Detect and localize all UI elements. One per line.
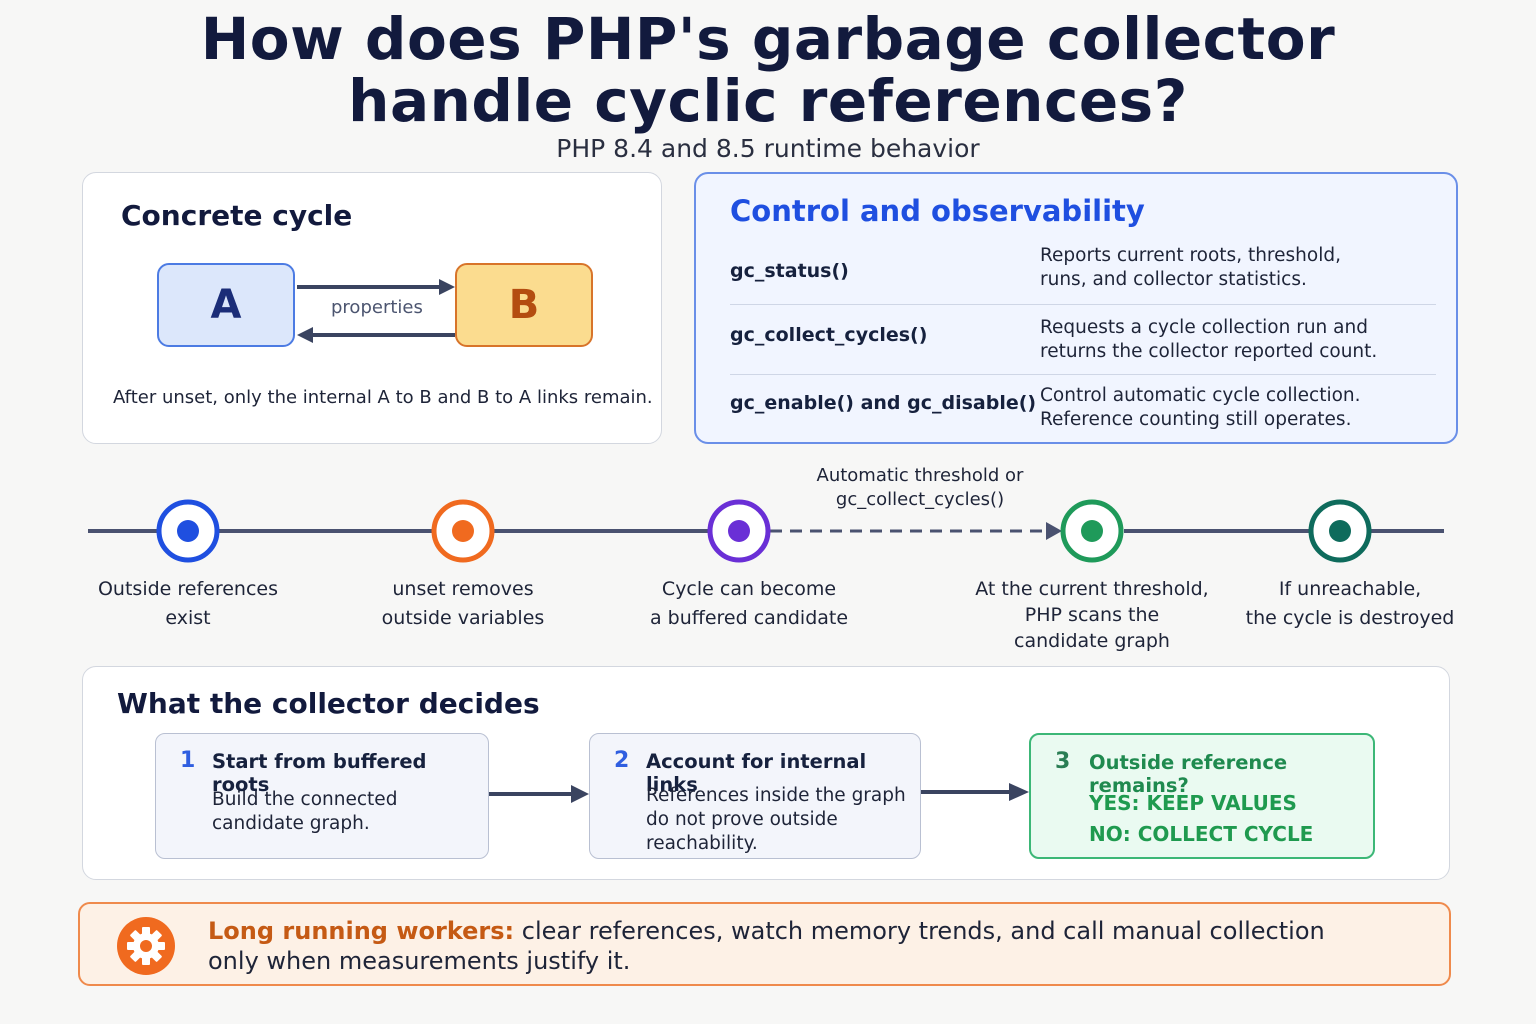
- timeline-track: [88, 499, 1444, 563]
- timeline-label-outside-refs: Outside references exist: [58, 576, 318, 631]
- label-line: PHP scans the: [1024, 604, 1160, 626]
- title-line-2: handle cyclic references?: [348, 67, 1188, 135]
- arrow-head: [1009, 783, 1029, 801]
- step-number: 1: [180, 748, 196, 773]
- step-title: Account for internal links: [646, 750, 867, 796]
- node-dot: [452, 520, 474, 542]
- step-1-to-2-arrow: [489, 785, 589, 803]
- banner-text-line-2: only when measurements justify it.: [208, 947, 631, 975]
- timeline-label-buffered: Cycle can become a buffered candidate: [619, 576, 879, 631]
- desc-line: returns the collector reported count.: [1040, 341, 1378, 362]
- concrete-cycle-heading: Concrete cycle: [121, 199, 353, 232]
- body-line: References inside the graph: [646, 785, 906, 806]
- body-line: reachability.: [646, 833, 758, 854]
- step-2-to-3-arrow: [921, 783, 1029, 801]
- node-dot: [1329, 520, 1351, 542]
- gear-icon: [117, 917, 175, 975]
- arrow-head: [571, 785, 589, 803]
- timeline-node-buffered: [707, 499, 771, 563]
- concrete-cycle-panel: Concrete cycle A B properties After unse…: [82, 172, 662, 444]
- label-line: exist: [165, 607, 211, 629]
- page-subtitle: PHP 8.4 and 8.5 runtime behavior: [556, 134, 980, 163]
- annotation-line: gc_collect_cycles(): [835, 489, 1005, 510]
- timeline-arrow-head: [1046, 522, 1062, 540]
- outcome-no: NO: COLLECT CYCLE: [1089, 822, 1314, 846]
- fn-gc-status: gc_status(): [730, 260, 849, 282]
- label-line: If unreachable,: [1278, 578, 1422, 600]
- label-line: candidate graph: [1014, 630, 1170, 652]
- step-body: References inside the graph do not prove…: [646, 784, 916, 856]
- decision-heading: What the collector decides: [117, 687, 540, 720]
- timeline-trigger-annotation: Automatic threshold or gc_collect_cycles…: [790, 464, 1050, 512]
- desc-line: runs, and collector statistics.: [1040, 269, 1307, 290]
- banner-label: Long running workers:: [208, 917, 515, 945]
- timeline-label-destroyed: If unreachable, the cycle is destroyed: [1220, 576, 1480, 631]
- body-line: candidate graph.: [212, 813, 370, 834]
- step-title: Start from buffered roots: [212, 750, 427, 796]
- annotation-line: Automatic threshold or: [816, 465, 1024, 486]
- arrow-a-to-b-head: [439, 279, 455, 295]
- row-divider: [730, 374, 1436, 375]
- timeline-label-scan: At the current threshold, PHP scans the …: [956, 576, 1228, 654]
- fn-gc-enable-disable-desc: Control automatic cycle collection. Refe…: [1040, 384, 1420, 432]
- label-line: a buffered candidate: [649, 607, 849, 629]
- cycle-caption: After unset, only the internal A to B an…: [113, 387, 653, 408]
- timeline-node-unset: [431, 499, 495, 563]
- timeline-node-scan: [1060, 499, 1124, 563]
- timeline-node-destroyed: [1308, 499, 1372, 563]
- page-title: How does PHP's garbage collector handle …: [0, 8, 1536, 132]
- banner-line-1: Long running workers: clear references, …: [208, 916, 1358, 946]
- label-line: unset removes: [392, 578, 534, 600]
- body-line: do not prove outside: [646, 809, 838, 830]
- desc-line: Reports current roots, threshold,: [1040, 245, 1341, 266]
- gc-timeline: Automatic threshold or gc_collect_cycles…: [0, 460, 1536, 660]
- step-number: 2: [614, 748, 630, 773]
- cycle-arrows: [297, 279, 455, 343]
- step-title: Outside reference remains?: [1089, 751, 1288, 797]
- label-line: Cycle can become: [661, 578, 837, 600]
- fn-gc-collect-cycles: gc_collect_cycles(): [730, 324, 928, 346]
- outcome-yes: YES: KEEP VALUES: [1089, 791, 1297, 815]
- label-line: At the current threshold,: [975, 578, 1209, 600]
- control-heading: Control and observability: [730, 194, 1145, 228]
- banner-text: Long running workers: clear references, …: [208, 916, 1358, 976]
- step-number: 3: [1055, 749, 1071, 774]
- decision-step-2: 2 Account for internal links References …: [589, 733, 921, 859]
- desc-line: Reference counting still operates.: [1040, 409, 1352, 430]
- label-line: outside variables: [381, 607, 545, 629]
- control-observability-panel: Control and observability gc_status() Re…: [694, 172, 1458, 444]
- node-dot: [728, 520, 750, 542]
- properties-label: properties: [331, 297, 423, 318]
- title-line-1: How does PHP's garbage collector: [200, 5, 1336, 73]
- arrow-b-to-a-head: [297, 327, 313, 343]
- timeline-node-outside-refs: [156, 499, 220, 563]
- node-b: B: [455, 263, 593, 347]
- banner-text-line-1: clear references, watch memory trends, a…: [521, 917, 1325, 945]
- fn-gc-status-desc: Reports current roots, threshold, runs, …: [1040, 244, 1420, 292]
- node-dot: [1081, 520, 1103, 542]
- fn-gc-collect-cycles-desc: Requests a cycle collection run and retu…: [1040, 316, 1420, 364]
- body-line: Build the connected: [212, 789, 398, 810]
- label-line: the cycle is destroyed: [1245, 607, 1455, 629]
- fn-gc-enable-disable: gc_enable() and gc_disable(): [730, 392, 1037, 414]
- node-dot: [177, 520, 199, 542]
- desc-line: Control automatic cycle collection.: [1040, 385, 1361, 406]
- timeline-label-unset: unset removes outside variables: [333, 576, 593, 631]
- step-body: Build the connected candidate graph.: [212, 788, 482, 836]
- collector-decision-panel: What the collector decides 1 Start from …: [82, 666, 1450, 880]
- decision-step-1: 1 Start from buffered roots Build the co…: [155, 733, 489, 859]
- desc-line: Requests a cycle collection run and: [1040, 317, 1368, 338]
- long-running-workers-banner: Long running workers: clear references, …: [78, 902, 1451, 986]
- row-divider: [730, 304, 1436, 305]
- node-a: A: [157, 263, 295, 347]
- label-line: Outside references: [97, 578, 279, 600]
- decision-step-3: 3 Outside reference remains? YES: KEEP V…: [1029, 733, 1375, 859]
